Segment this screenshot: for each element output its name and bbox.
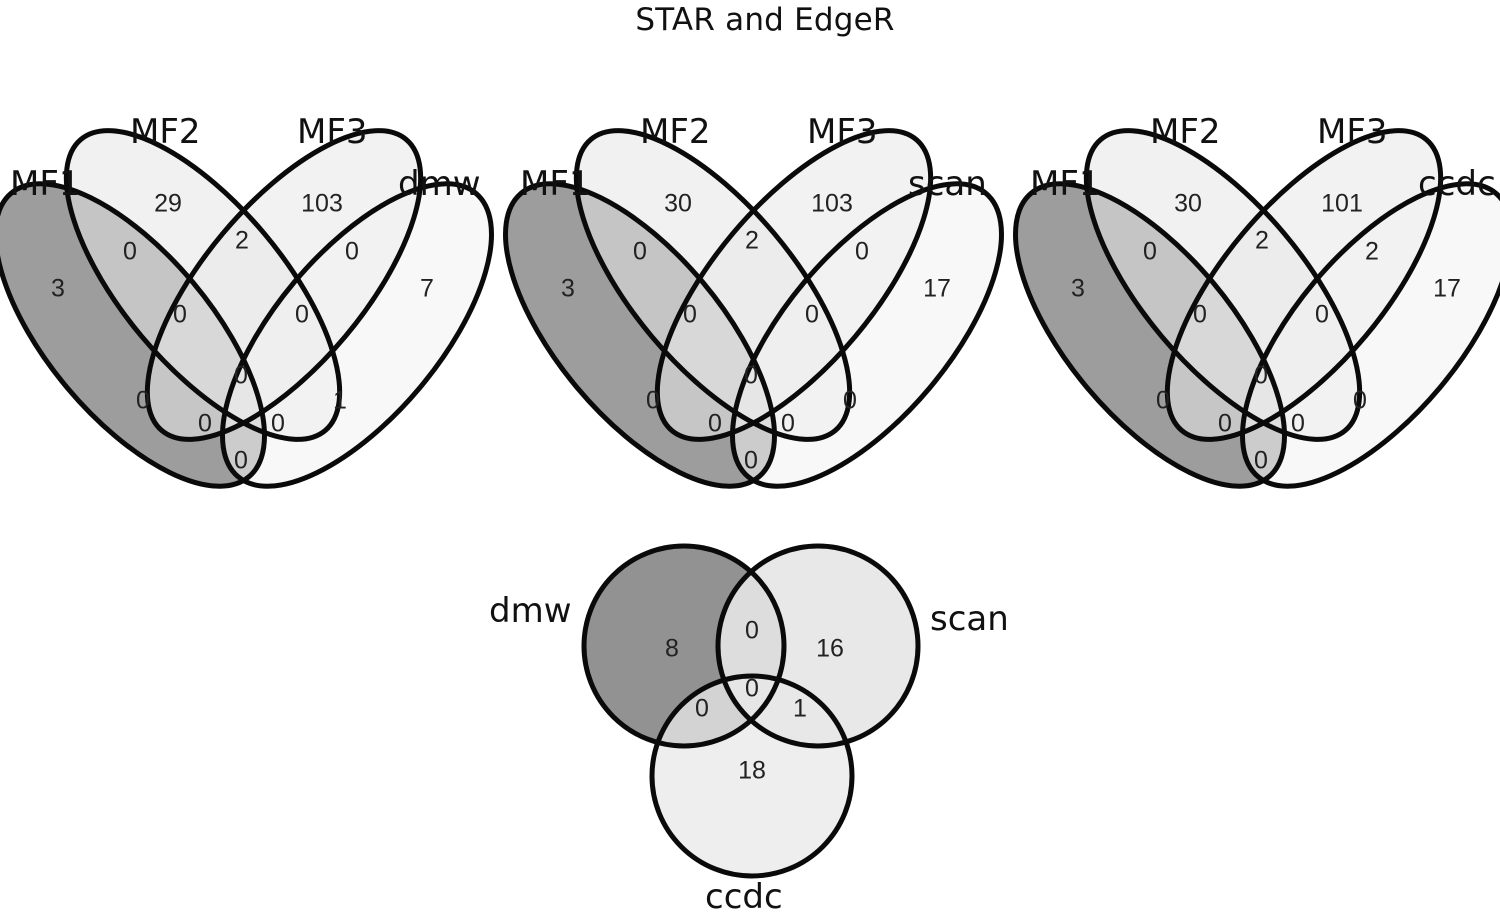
region-count-mf1-mf2-ccdc: 0 xyxy=(1291,410,1305,438)
region-count-mf2: 29 xyxy=(154,190,182,218)
region-count-mf1-mf3-ccdc: 0 xyxy=(1218,410,1232,438)
region-count-mf1-mf2-mf3: 0 xyxy=(173,301,187,329)
region-count-scan-ccdc: 1 xyxy=(793,695,807,723)
set-ellipse-mf3 xyxy=(1167,130,1441,440)
region-count-mf1-mf3: 0 xyxy=(1156,387,1170,415)
set-label-mf3: MF3 xyxy=(297,112,368,152)
region-count-mf1-mf2-mf3: 0 xyxy=(683,301,697,329)
set-circle-ccdc xyxy=(652,676,852,876)
region-count-mf1-mf2-mf3-dmw: 0 xyxy=(234,362,248,390)
set-label-ccdc: ccdc xyxy=(1418,164,1496,204)
set-label-mf2: MF2 xyxy=(130,112,201,152)
set-outline-dmw xyxy=(220,181,494,489)
set-outline-mf1 xyxy=(503,181,777,489)
region-count-mf3: 101 xyxy=(1321,190,1363,218)
set-label-mf1: MF1 xyxy=(1030,164,1101,204)
region-count-scan: 16 xyxy=(816,635,844,663)
set-outline-scan xyxy=(715,543,921,749)
region-count-mf1-mf3-scan: 0 xyxy=(708,410,722,438)
region-count-mf2-scan: 0 xyxy=(843,387,857,415)
region-count-ccdc: 18 xyxy=(738,757,766,785)
set-ellipse-mf3 xyxy=(657,130,931,440)
region-count-mf2: 30 xyxy=(1174,190,1202,218)
set-outline-mf2 xyxy=(1083,128,1363,442)
region-count-dmw: 7 xyxy=(420,275,434,303)
set-outline-mf2 xyxy=(573,128,853,442)
region-count-dmw-scan: 0 xyxy=(745,617,759,645)
region-count-dmw-ccdc: 0 xyxy=(695,695,709,723)
venn-diagram-dmw-scan-ccdc: 8 16 18 0 0 1 0 dmw scan ccdc xyxy=(489,543,1009,914)
region-count-mf1-dmw: 0 xyxy=(234,447,248,475)
region-count-mf1-mf2-mf3-scan: 0 xyxy=(744,362,758,390)
region-count-mf3-ccdc: 2 xyxy=(1365,238,1379,266)
set-outline-ccdc xyxy=(1240,181,1500,489)
set-ellipse-ccdc xyxy=(1242,183,1500,487)
set-outline-mf3 xyxy=(654,128,934,442)
region-count-mf1-mf3: 0 xyxy=(136,387,150,415)
set-ellipse-scan xyxy=(732,183,1002,487)
set-label-scan: scan xyxy=(908,164,987,204)
region-count-mf3-scan: 0 xyxy=(855,238,869,266)
region-count-mf2-mf3-scan: 0 xyxy=(805,301,819,329)
region-count-mf1-mf2: 0 xyxy=(123,238,137,266)
set-outline-dmw xyxy=(581,543,787,749)
region-count-mf3-dmw: 0 xyxy=(345,238,359,266)
set-outline-mf1 xyxy=(1013,181,1287,489)
region-count-dmw: 8 xyxy=(665,635,679,663)
region-count-mf1-scan: 0 xyxy=(744,447,758,475)
set-outline-mf3 xyxy=(1164,128,1444,442)
region-count-mf1-mf3: 0 xyxy=(646,387,660,415)
region-count-mf2-ccdc: 0 xyxy=(1353,387,1367,415)
region-count-mf1: 3 xyxy=(1071,275,1085,303)
region-count-mf2-mf3-dmw: 0 xyxy=(295,301,309,329)
set-label-mf3: MF3 xyxy=(807,112,878,152)
region-count-mf1: 3 xyxy=(51,275,65,303)
set-ellipse-mf3 xyxy=(147,130,421,440)
region-count-mf2-mf3-ccdc: 0 xyxy=(1315,301,1329,329)
region-count-mf2-dmw: 1 xyxy=(333,387,347,415)
set-label-mf1: MF1 xyxy=(520,164,591,204)
set-label-mf1: MF1 xyxy=(10,164,81,204)
set-label-mf2: MF2 xyxy=(1150,112,1221,152)
set-label-dmw: dmw xyxy=(398,164,481,204)
region-count-ccdc: 17 xyxy=(1433,275,1461,303)
set-outline-mf1 xyxy=(0,181,267,489)
set-label-dmw: dmw xyxy=(489,591,572,631)
region-count-scan: 17 xyxy=(923,275,951,303)
set-label-ccdc: ccdc xyxy=(705,877,783,914)
region-count-mf1-mf2-mf3-ccdc: 0 xyxy=(1254,362,1268,390)
set-outline-mf3 xyxy=(144,128,424,442)
set-outline-ccdc xyxy=(649,673,855,879)
set-label-scan: scan xyxy=(930,599,1009,639)
region-count-mf1-mf2: 0 xyxy=(633,238,647,266)
figure-title: STAR and EdgeR xyxy=(635,2,895,38)
set-ellipse-dmw xyxy=(222,183,492,487)
region-count-mf1-ccdc: 0 xyxy=(1254,447,1268,475)
region-count-mf3: 103 xyxy=(301,190,343,218)
set-outline-scan xyxy=(730,181,1004,489)
set-label-mf2: MF2 xyxy=(640,112,711,152)
region-count-mf1-mf2: 0 xyxy=(1143,238,1157,266)
set-label-mf3: MF3 xyxy=(1317,112,1388,152)
region-count-mf3: 103 xyxy=(811,190,853,218)
region-count-mf2-mf3: 2 xyxy=(1255,227,1269,255)
region-count-mf2: 30 xyxy=(664,190,692,218)
region-count-mf1-mf3-dmw: 0 xyxy=(198,410,212,438)
region-count-mf1-mf2-dmw: 0 xyxy=(271,410,285,438)
region-count-mf2-mf3: 2 xyxy=(745,227,759,255)
region-count-mf2-mf3: 2 xyxy=(235,227,249,255)
region-count-mf1-mf2-scan: 0 xyxy=(781,410,795,438)
region-count-dmw-scan-ccdc: 0 xyxy=(745,675,759,703)
set-outline-mf2 xyxy=(63,128,343,442)
region-count-mf1-mf2-mf3: 0 xyxy=(1193,301,1207,329)
region-count-mf1: 3 xyxy=(561,275,575,303)
